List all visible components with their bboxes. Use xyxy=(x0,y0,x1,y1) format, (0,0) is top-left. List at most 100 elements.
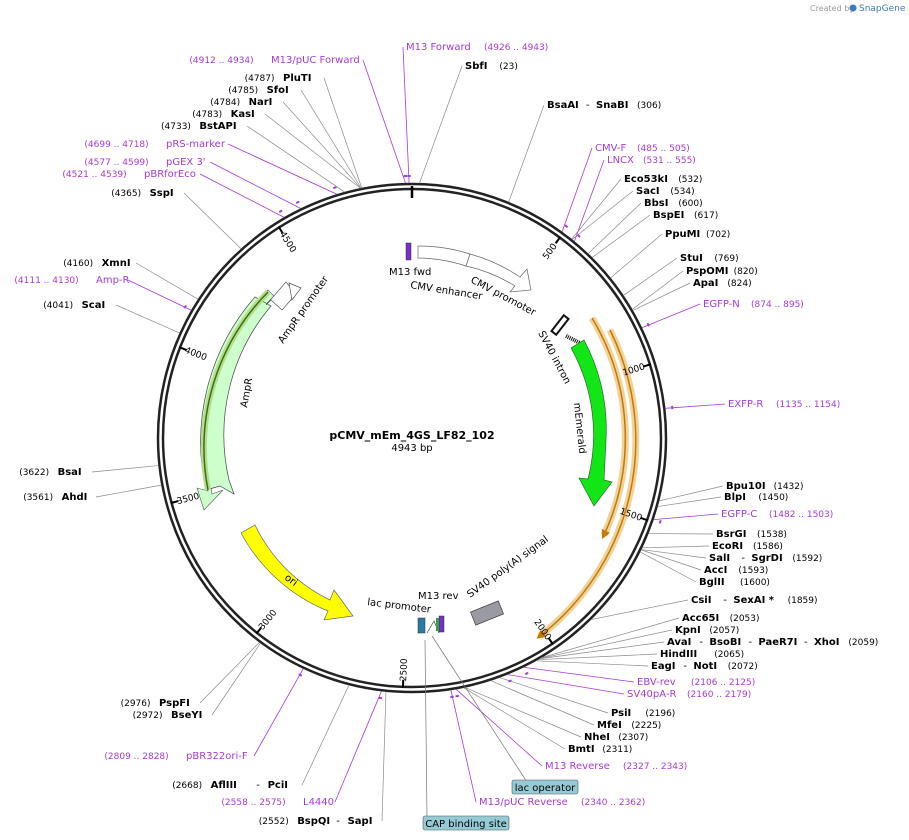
primer-site-pbrforeco[interactable]: (4521 .. 4539)pBRforEco xyxy=(62,169,283,213)
enzyme-name: KasI xyxy=(231,109,255,120)
enzyme-site-scai[interactable]: (4041)ScaI xyxy=(43,300,105,311)
site-labels: SbfI(23) BsaAI-SnaBI(306) Eco53kI(532)SacI… xyxy=(14,42,878,827)
enzyme-site-bbsi[interactable]: BbsI(600) xyxy=(644,198,703,209)
primer-site-m13-puc-reverse[interactable]: M13/pUC Reverse(2340 .. 2362) xyxy=(450,695,645,808)
enzyme-site-bglii[interactable]: BglII(1600) xyxy=(699,577,770,588)
enzyme-site-bseyi[interactable]: (2972)BseYI xyxy=(133,710,203,721)
enzyme-site-acci[interactable]: AccI(1593) xyxy=(704,565,768,576)
primer-range: (4699 .. 4718) xyxy=(84,140,148,150)
enzyme-site-ecori[interactable]: EcoRI(1586) xyxy=(712,541,783,552)
enzyme-site-csii[interactable]: CsiI-SexAI *(1859) xyxy=(691,595,818,606)
enzyme-site-nari[interactable]: (4784)NarI xyxy=(210,97,272,108)
enzyme-site-stui[interactable]: StuI(769) xyxy=(680,253,739,264)
primer-range: (4912 .. 4934) xyxy=(189,56,253,66)
primer-leader xyxy=(455,688,543,767)
highlight-arc-outer-line xyxy=(536,329,637,639)
enzyme-site-avai[interactable]: AvaI-BsoBI-PaeR7I-XhoI(2059) xyxy=(667,637,878,648)
enzyme-site-pspfi[interactable]: (2976)PspFI xyxy=(121,698,190,709)
enzyme-site-bpu10i[interactable]: Bpu10I(1432) xyxy=(726,481,804,492)
primer-site-lncx[interactable]: LNCX(531 .. 555) xyxy=(576,155,696,238)
primer-site-m13-reverse[interactable]: M13 Reverse(2327 .. 2343) xyxy=(455,694,688,772)
enzyme-site-sfoi[interactable]: (4785)SfoI xyxy=(228,85,289,96)
enzyme-site-bspqi[interactable]: (2552)BspQI-SapI xyxy=(259,816,373,827)
primer-site-pbr322ori-f[interactable]: (2809 .. 2828)pBR322ori-F xyxy=(104,673,303,762)
enzyme-leader xyxy=(115,304,180,334)
primer-range: (531 .. 555) xyxy=(643,156,696,166)
enzyme-site-nhei[interactable]: NheI(2307) xyxy=(584,732,648,743)
enzyme-name: SalI xyxy=(709,553,730,564)
enzyme-leader xyxy=(535,660,649,667)
primer-site-pgex-3[interactable]: (4577 .. 4599)pGEX 3' xyxy=(84,157,300,204)
feature-cmv-enhancer[interactable] xyxy=(417,245,471,267)
enzyme-site-pspomi[interactable]: PspOMI(820) xyxy=(686,266,758,277)
feature-ori[interactable] xyxy=(240,524,354,621)
feature-lac-promoter[interactable] xyxy=(417,617,426,634)
enzyme-position: (600) xyxy=(678,199,702,209)
cap-binding-site-box[interactable]: CAP binding site xyxy=(422,639,510,831)
primer-site-cmv-f[interactable]: CMV-F(485 .. 505) xyxy=(564,143,690,228)
enzyme-site-saci[interactable]: SacI(534) xyxy=(636,186,695,197)
enzyme-site-pluti[interactable]: (4787)PluTI xyxy=(245,73,312,84)
enzyme-site-hindiii[interactable]: HindIII(2065) xyxy=(660,649,744,660)
primer-leader xyxy=(561,147,593,232)
feature-ampr-promoter[interactable] xyxy=(265,281,297,311)
primer-site-l4440[interactable]: (2558 .. 2575)L4440 xyxy=(221,696,383,808)
feature-cmv-promoter[interactable] xyxy=(465,253,532,293)
feature-m13-fwd[interactable] xyxy=(405,242,412,261)
feature-memerald[interactable] xyxy=(570,339,613,507)
feature-sv40-intron[interactable] xyxy=(550,313,570,337)
primer-site-egfp-n[interactable]: EGFP-N(874 .. 895) xyxy=(646,299,804,327)
primer-site-sv40pa-r[interactable]: SV40pA-R(2160 .. 2179) xyxy=(508,679,751,700)
enzyme-site-apai[interactable]: ApaI(824) xyxy=(693,278,752,289)
enzyme-site-bsai[interactable]: (3622)BsaI xyxy=(19,467,81,478)
enzyme-position: (1592) xyxy=(792,554,822,564)
enzyme-site-kasi[interactable]: (4783)KasI xyxy=(192,109,255,120)
primer-site-egfp-c[interactable]: EGFP-C(1482 .. 1503) xyxy=(658,509,834,524)
enzyme-site-sbfi[interactable]: SbfI(23) xyxy=(465,61,518,72)
enzyme-position: (4365) xyxy=(111,189,141,199)
feature-m13-rev[interactable] xyxy=(438,615,445,633)
enzyme-site-ahdi[interactable]: (3561)AhdI xyxy=(23,492,87,503)
primer-site-exfp-r[interactable]: EXFP-R(1135 .. 1154) xyxy=(671,399,840,410)
enzyme-site-eagi[interactable]: EagI-NotI(2072) xyxy=(651,661,758,672)
enzyme-site-blpi[interactable]: BlpI(1450) xyxy=(724,492,788,503)
primer-site-prs-marker[interactable]: (4699 .. 4718)pRS-marker xyxy=(84,139,337,190)
primer-binding-mark xyxy=(646,322,650,327)
enzyme-site-kpni[interactable]: KpnI(2057) xyxy=(675,625,739,636)
enzyme-position: (702) xyxy=(706,230,730,240)
enzyme-site-xmni[interactable]: (4160)XmnI xyxy=(63,258,130,269)
primer-site-ebv-rev[interactable]: EBV-rev(2106 .. 2125) xyxy=(524,671,755,688)
enzyme-name: XmnI xyxy=(102,258,131,269)
enzyme-site-sspi[interactable]: (4365)SspI xyxy=(111,188,173,199)
lac-operator-box[interactable]: lac operator xyxy=(431,635,579,795)
feature-sv40-polya[interactable] xyxy=(470,600,504,626)
enzyme-position: (820) xyxy=(734,267,758,277)
enzyme-site-acc65i[interactable]: Acc65I(2053) xyxy=(682,613,760,624)
enzyme-site-psii[interactable]: PsiI(2196) xyxy=(611,708,675,719)
enzyme-site-afliii[interactable]: (2668)AflIII-PciI xyxy=(172,780,288,791)
enzyme-leader xyxy=(537,653,658,661)
enzyme-name: XhoI xyxy=(814,637,839,648)
primer-site-amp-r[interactable]: (4111 .. 4130)Amp-R xyxy=(14,275,187,309)
enzyme-site-ppumi[interactable]: PpuMI(702) xyxy=(665,229,730,240)
enzyme-site-bstapi[interactable]: (4733)BstAPI xyxy=(161,121,237,132)
enzyme-site-bsaai[interactable]: BsaAI-SnaBI(306) xyxy=(547,100,661,111)
enzyme-separator: - xyxy=(586,100,590,111)
enzyme-leader xyxy=(571,178,622,240)
enzyme-site-bspei[interactable]: BspEI(617) xyxy=(653,210,718,221)
enzyme-site-bmti[interactable]: BmtI(2311) xyxy=(568,744,632,755)
label-m13-fwd: M13 fwd xyxy=(389,267,431,278)
primer-site-m13-forward[interactable]: M13 Forward(4926 .. 4943) xyxy=(406,42,548,178)
ruler-tick xyxy=(642,363,652,368)
primer-site-m13-puc-forward[interactable]: (4912 .. 4934)M13/pUC Forward xyxy=(189,55,408,178)
enzyme-separator: - xyxy=(699,637,703,648)
enzyme-site-sali[interactable]: SalI-SgrDI(1592) xyxy=(709,553,822,564)
enzyme-name: SbfI xyxy=(465,61,487,72)
primer-leader xyxy=(227,143,338,195)
primer-name: EGFP-C xyxy=(721,509,757,520)
enzyme-separator: - xyxy=(804,637,808,648)
enzyme-site-eco53ki[interactable]: Eco53kI(532) xyxy=(624,174,702,185)
enzyme-site-bsrgi[interactable]: BsrGI(1538) xyxy=(716,529,787,540)
enzyme-site-mfei[interactable]: MfeI(2225) xyxy=(597,720,661,731)
